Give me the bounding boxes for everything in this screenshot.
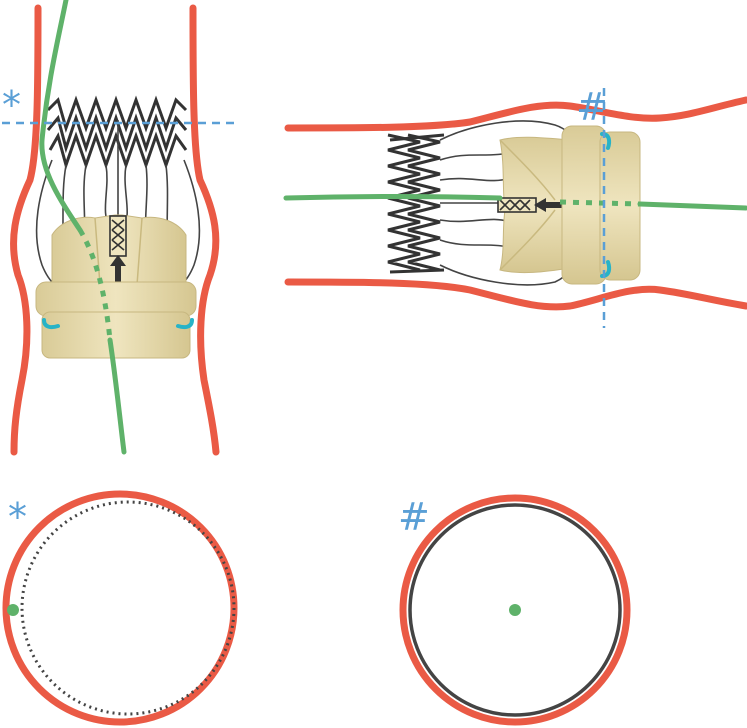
central-connector [109, 215, 127, 257]
stent-crown-h [387, 133, 445, 274]
cross-section-hash-panel: # [398, 494, 631, 726]
guidewire-point-hash [509, 604, 521, 616]
stent-crown [46, 95, 188, 171]
arrow-marker-h [534, 198, 570, 212]
guidewire-lower [107, 337, 127, 455]
guidewire-h-right [637, 201, 747, 211]
vessel-wall-right [189, 4, 220, 456]
sealing-cuff-h-outer [599, 131, 641, 281]
guidewire-h-left [283, 194, 503, 201]
guidewire-upper [39, 0, 83, 233]
guidewire-h-dotted [559, 199, 641, 207]
sealing-cuff-lower [41, 311, 191, 359]
vessel-wall-left [10, 4, 42, 456]
anchor-hook-left [42, 318, 60, 330]
section-marker-star: * [2, 83, 21, 127]
valve-outline-hash [408, 503, 622, 717]
vertical-view-panel: * [2, 0, 240, 456]
cross-section-marker-star: * [8, 495, 27, 539]
anchor-hook-right [176, 318, 194, 330]
section-marker-hash: # [576, 85, 608, 129]
vessel-wall-top [284, 96, 747, 132]
arrow-marker [110, 255, 126, 290]
vessel-lumen-hash [399, 494, 631, 726]
central-connector-h [497, 197, 537, 213]
sealing-cuff [35, 281, 197, 317]
horizontal-view-panel: # [283, 85, 747, 328]
guidewire-point-star [7, 604, 19, 616]
cross-section-marker-hash: # [398, 495, 430, 539]
cross-section-star-panel: * [2, 490, 238, 726]
vessel-wall-bottom [284, 278, 747, 311]
valve-outline-star [20, 500, 236, 716]
